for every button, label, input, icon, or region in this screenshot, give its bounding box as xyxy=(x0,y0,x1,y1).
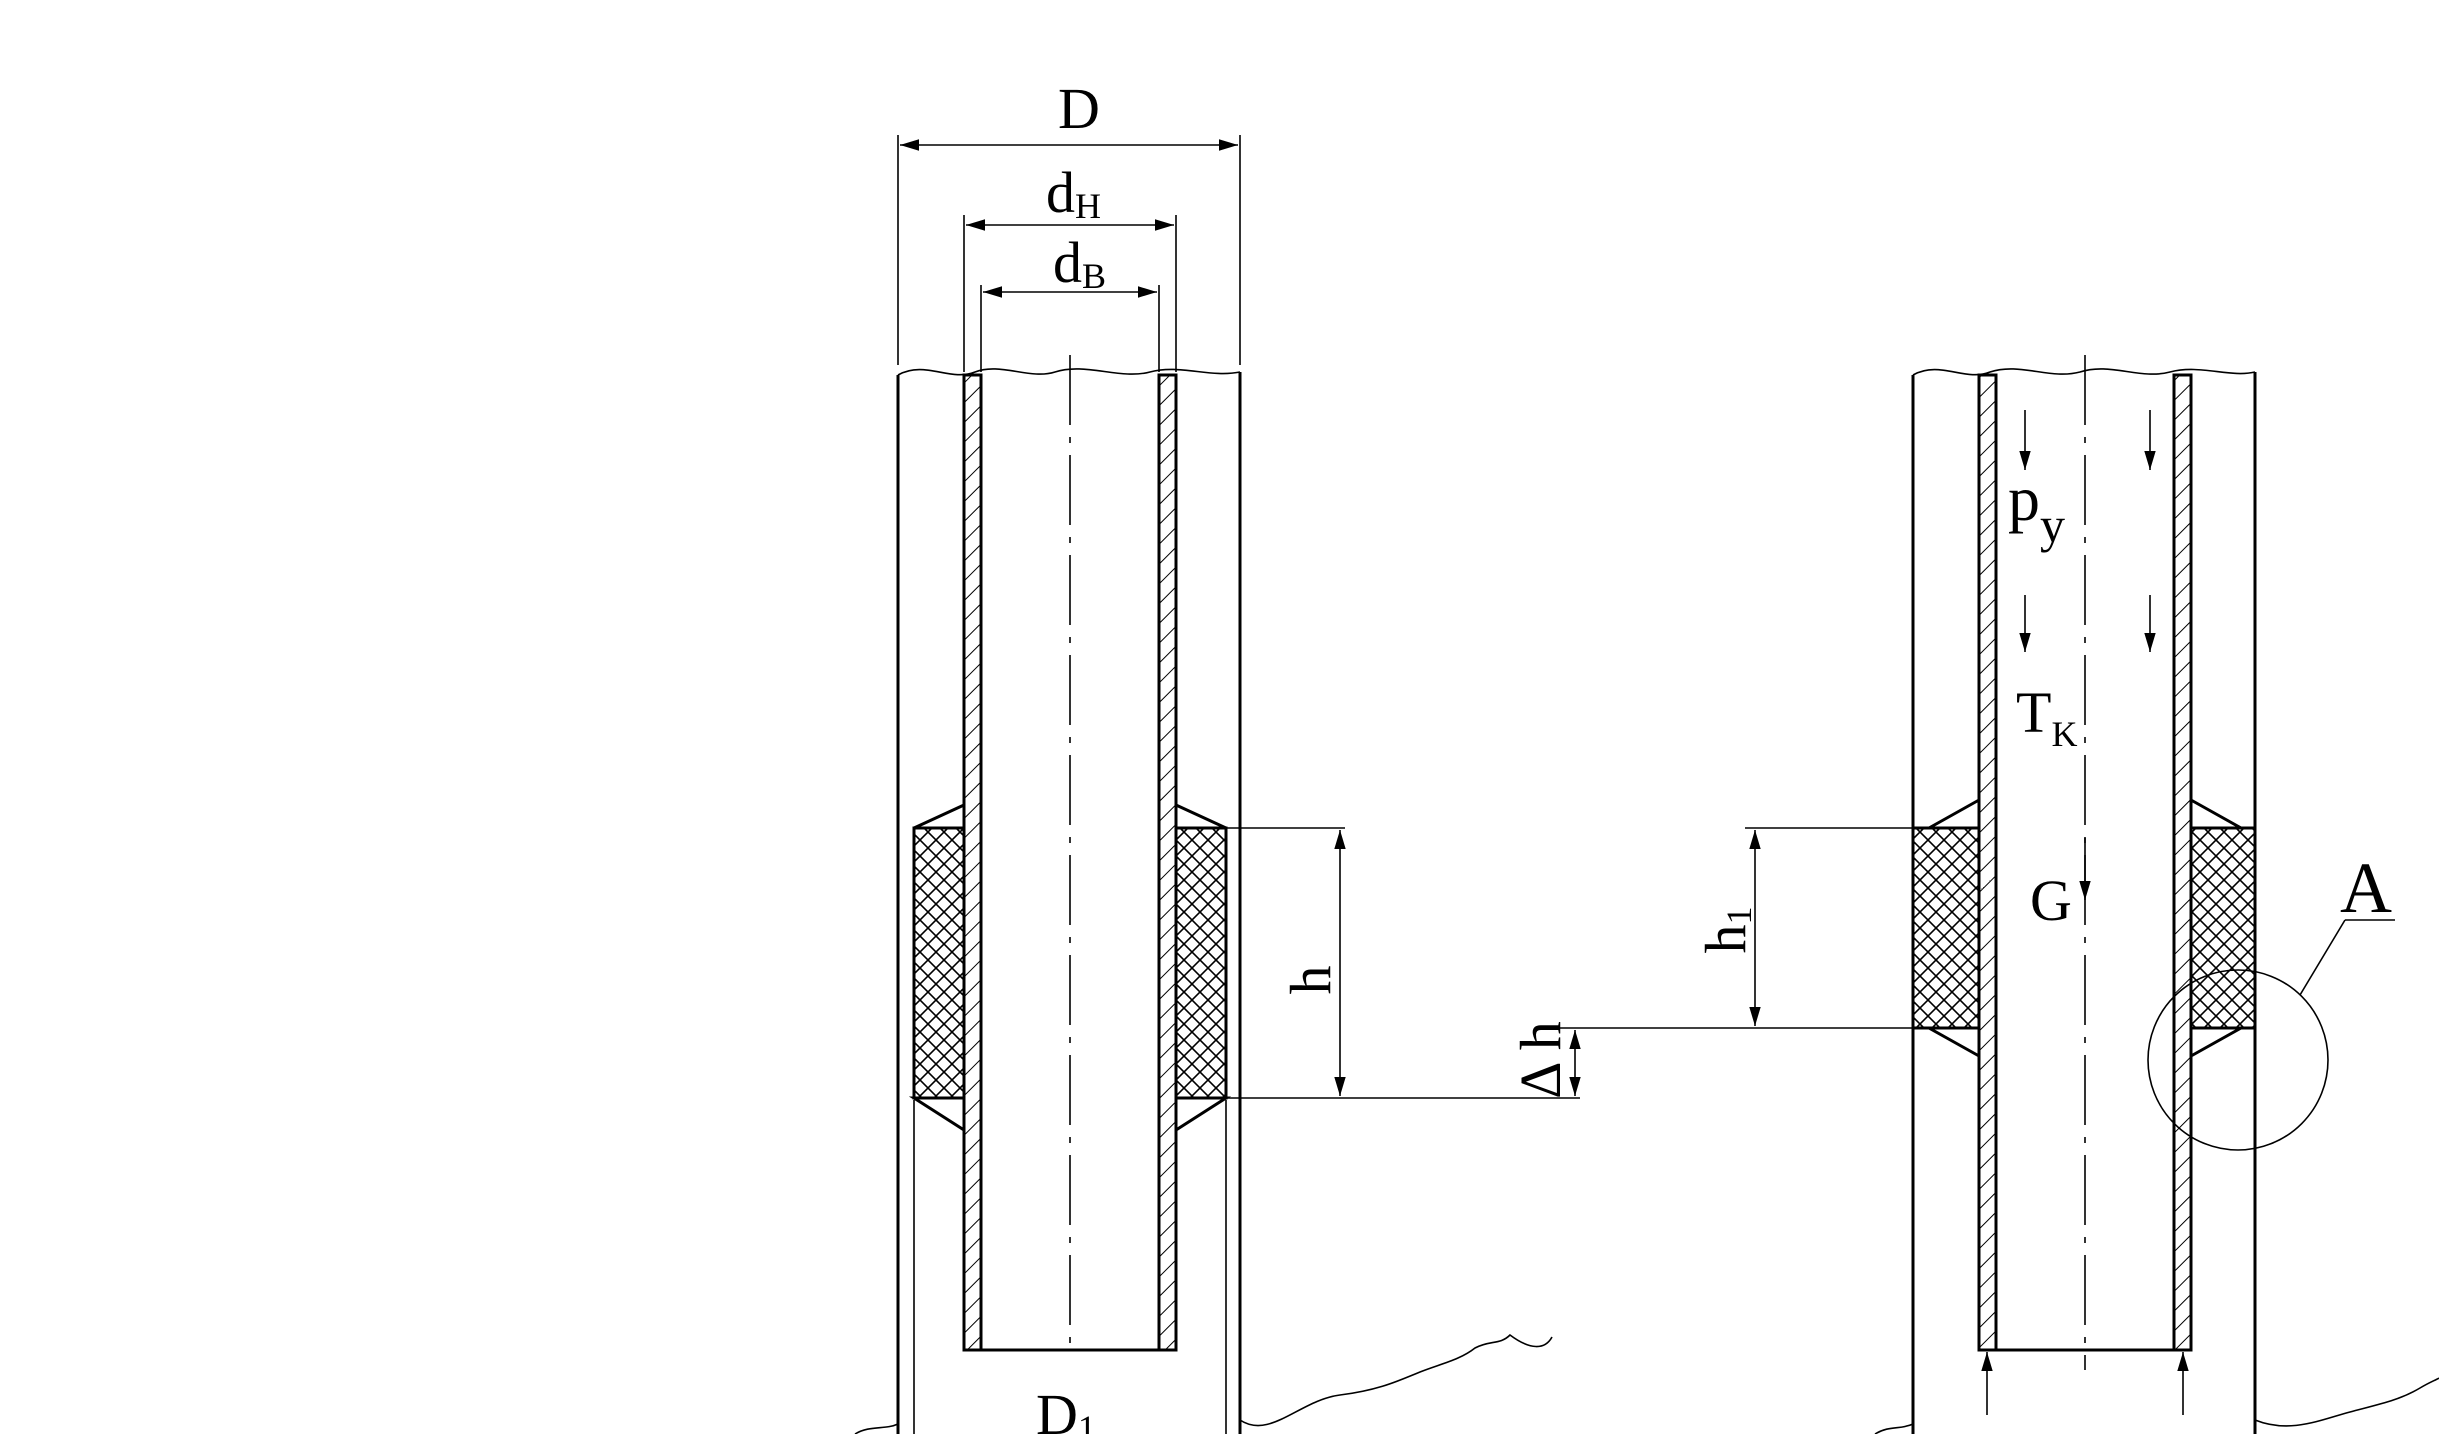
right-bottom-break-left xyxy=(1874,1423,1914,1434)
label-T: TK xyxy=(2016,680,2077,754)
left-tube-wall-right xyxy=(1157,373,1178,1352)
left-tube-wall-left xyxy=(962,373,983,1352)
left-packing-cap-top-right xyxy=(1174,802,1227,830)
label-h: h xyxy=(1278,966,1343,995)
left-bottom-break-right xyxy=(1239,1333,1553,1427)
detail-circle-A xyxy=(2147,969,2329,1151)
label-p: py xyxy=(2008,463,2065,553)
right-tube-wall-left xyxy=(1977,373,1998,1352)
right-packing-cap-bottom-left xyxy=(1923,1026,1981,1059)
left-bottom-break xyxy=(854,1423,899,1434)
right-packing-cap-top-right xyxy=(2189,797,2247,830)
label-delta-h: Δ h xyxy=(1508,1021,1573,1099)
detail-leader-A xyxy=(2299,919,2346,996)
right-bottom-break-right xyxy=(2254,1377,2439,1427)
right-break-line xyxy=(1912,368,2256,376)
label-A: A xyxy=(2340,848,2392,928)
left-packing-left xyxy=(912,826,966,1100)
right-assembly: h1 py TK G A xyxy=(1693,355,2439,1434)
left-packing-cap-bottom-right xyxy=(1174,1096,1232,1133)
label-G: G xyxy=(2030,868,2072,933)
label-dn: dН xyxy=(1046,160,1101,226)
right-tube-wall-right xyxy=(2172,373,2193,1352)
right-packing-cap-bottom-right xyxy=(2189,1026,2247,1059)
label-h1: h1 xyxy=(1693,907,1759,954)
left-assembly: D dН dВ h D1 xyxy=(854,76,1580,1434)
left-packing-cap-bottom-left xyxy=(908,1096,966,1133)
left-packing-right xyxy=(1174,826,1228,1100)
delta-h-dimension: Δ h xyxy=(1508,1021,1925,1099)
label-D1: D1 xyxy=(1036,1382,1096,1434)
label-D: D xyxy=(1058,76,1100,141)
right-packing-cap-top-left xyxy=(1923,797,1981,830)
right-packing-right xyxy=(2189,826,2257,1030)
left-break-line xyxy=(897,368,1241,376)
label-dv: dВ xyxy=(1053,230,1106,296)
left-packing-cap-top-left xyxy=(913,802,966,830)
right-packing-left xyxy=(1911,826,1981,1030)
